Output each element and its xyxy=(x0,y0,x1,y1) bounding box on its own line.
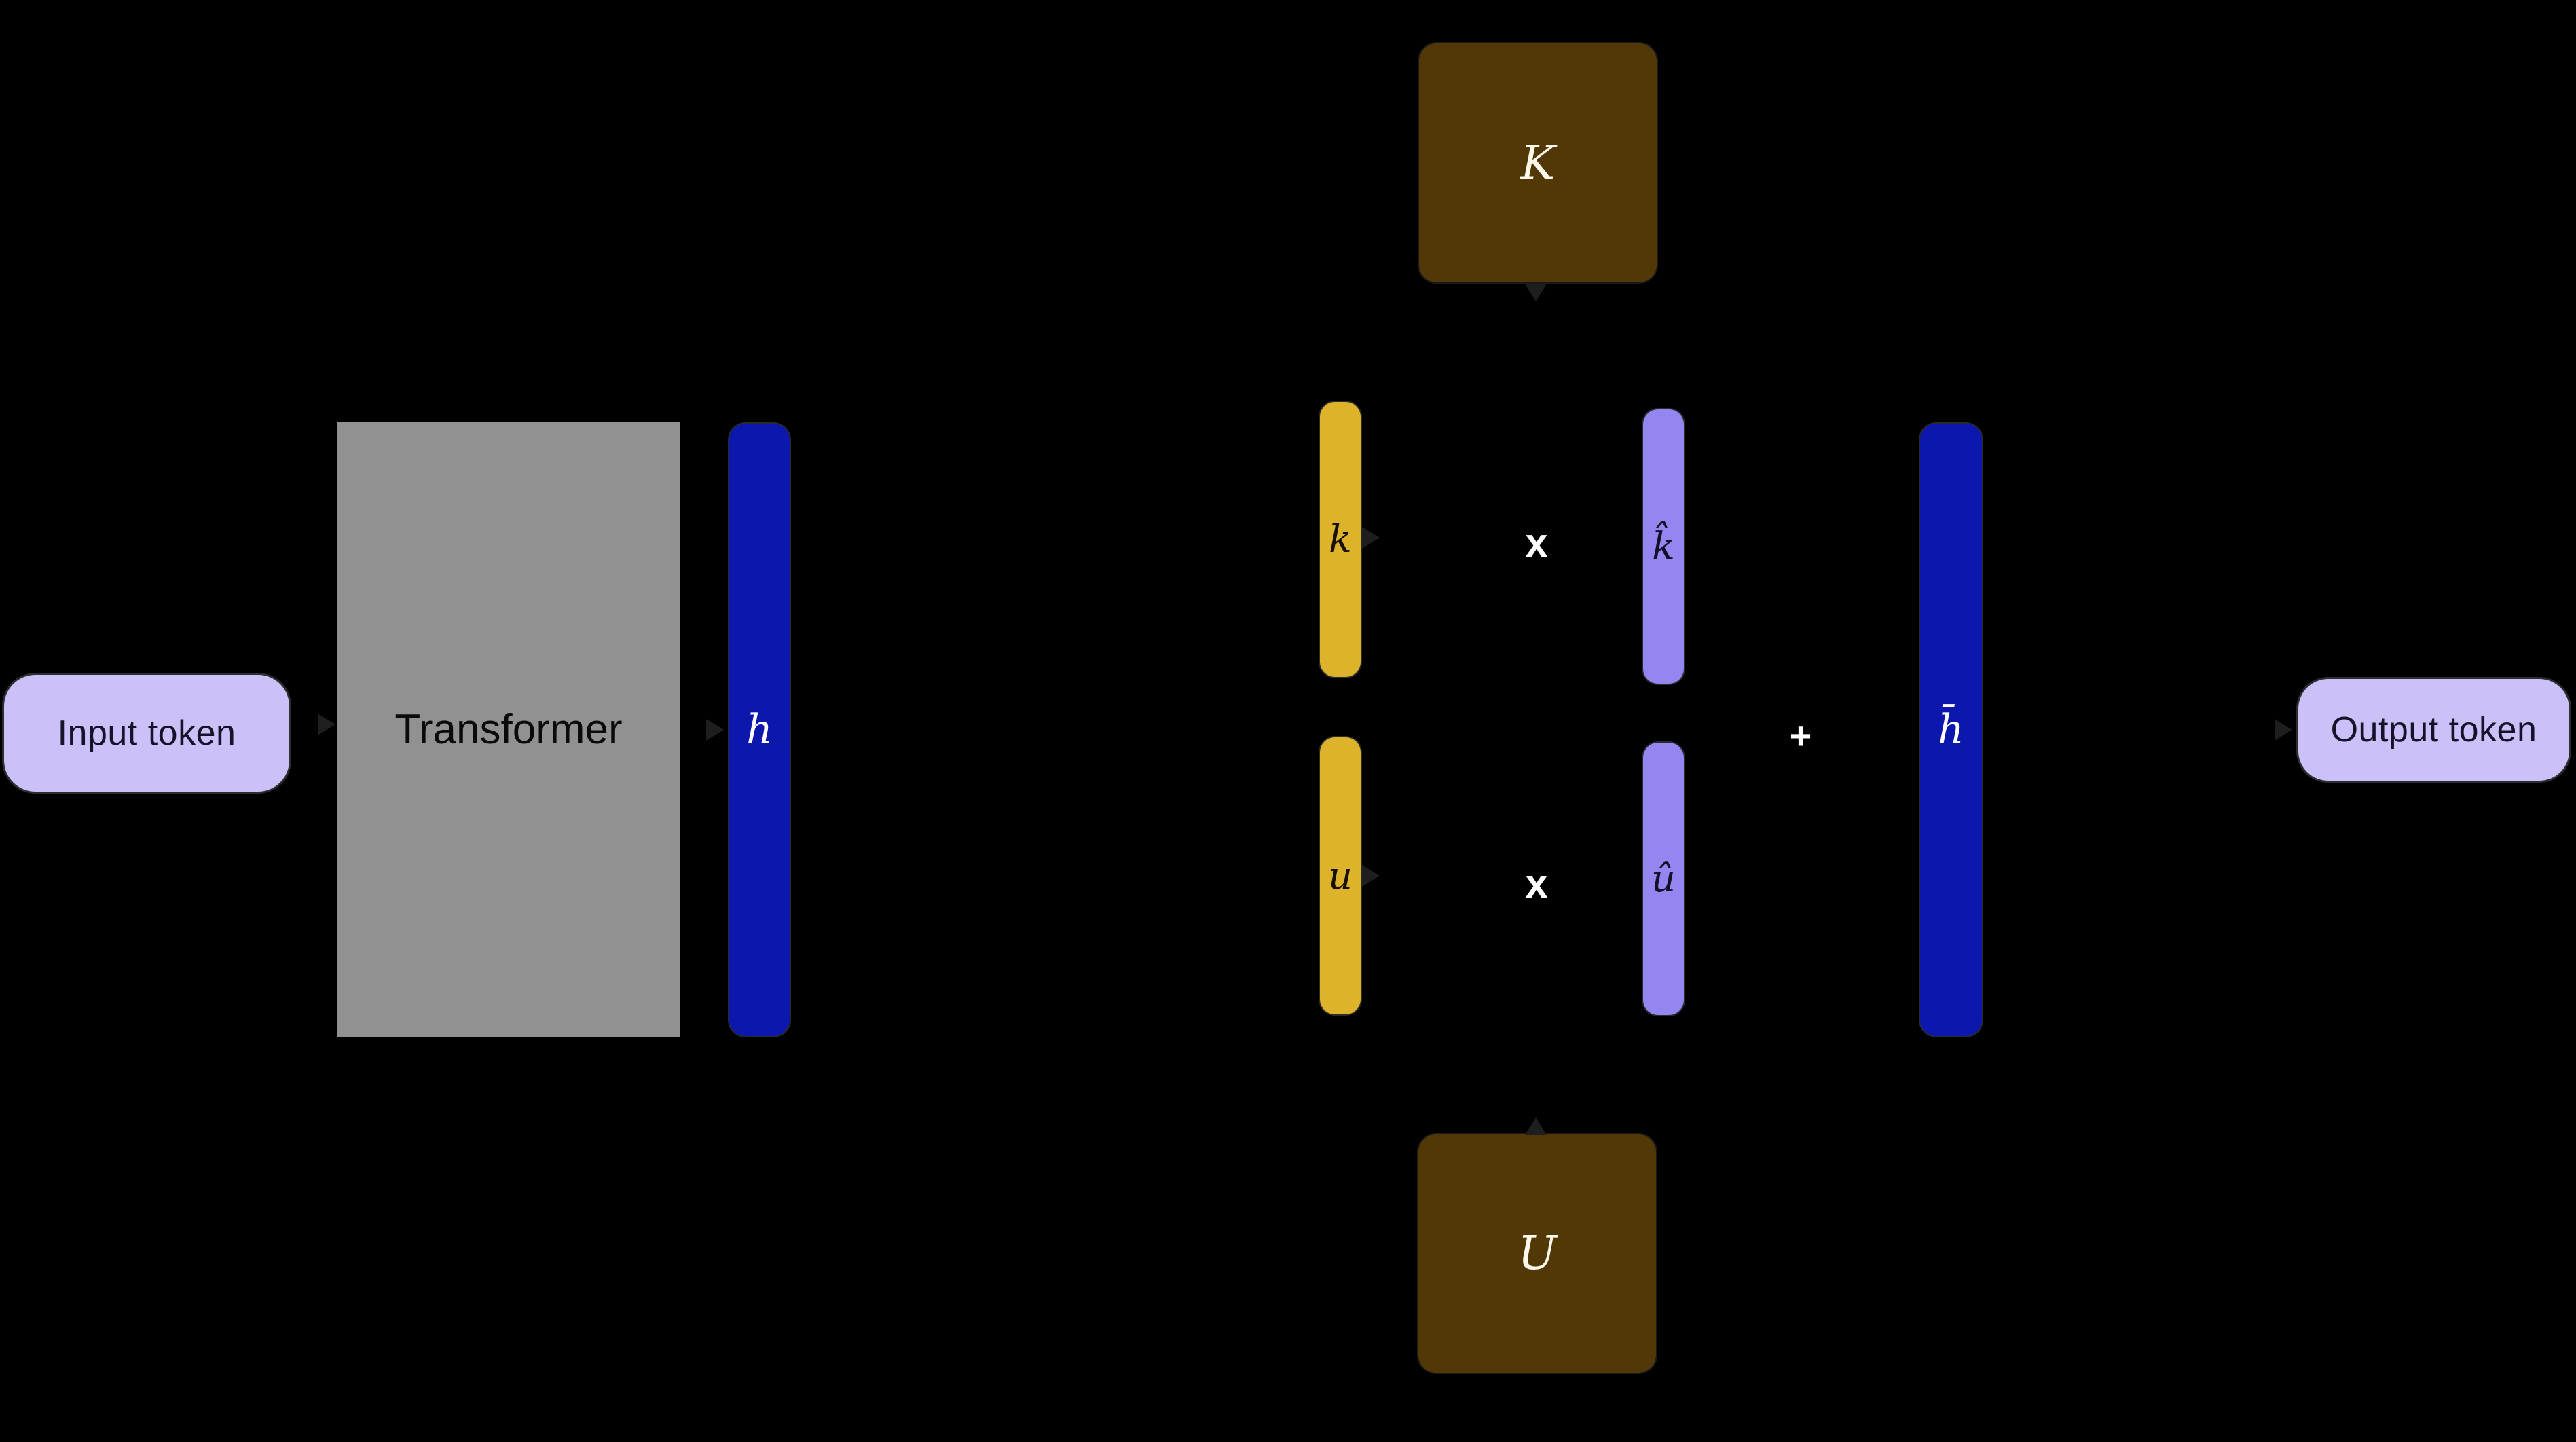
arrowhead-K-to-multiply xyxy=(1525,284,1547,301)
h-bar-vector-label: h̄ xyxy=(1938,706,1964,754)
h-vector-label: h xyxy=(746,706,773,754)
arrowhead-hbar-to-output xyxy=(2275,719,2292,741)
K-matrix-label: K xyxy=(1520,136,1556,190)
arrowhead-h-to-k xyxy=(1362,527,1380,549)
h-vector-bar: h xyxy=(729,424,790,1036)
k-hat-vector-label: k̂ xyxy=(1652,524,1675,569)
k-vector-label: k xyxy=(1329,517,1352,561)
add-operator: + xyxy=(1760,695,1841,776)
transformer-node: Transformer xyxy=(337,422,680,1037)
multiply-top-symbol: x xyxy=(1525,519,1548,566)
output-token-node: Output token xyxy=(2298,679,2569,781)
arrowhead-U-to-multiply xyxy=(1525,1117,1547,1135)
arrowhead-transformer-to-h xyxy=(706,719,724,741)
input-token-node: Input token xyxy=(4,675,289,792)
input-token-label: Input token xyxy=(57,714,236,753)
output-token-label: Output token xyxy=(2330,710,2537,750)
u-vector-label: u xyxy=(1327,853,1353,898)
multiply-bottom-symbol: x xyxy=(1525,860,1548,906)
arrowhead-input-to-transformer xyxy=(318,714,335,735)
U-matrix-node: U xyxy=(1418,1134,1656,1373)
k-hat-vector-bar: k̂ xyxy=(1643,409,1684,684)
k-vector-bar: k xyxy=(1320,402,1361,677)
K-matrix-node: K xyxy=(1419,43,1657,282)
u-hat-vector-bar: û xyxy=(1643,743,1684,1015)
u-vector-bar: u xyxy=(1320,737,1361,1014)
U-matrix-label: U xyxy=(1517,1227,1557,1280)
add-symbol: + xyxy=(1789,714,1812,757)
arrowhead-h-to-u xyxy=(1362,865,1380,887)
h-bar-vector-bar: h̄ xyxy=(1920,424,1982,1036)
transformer-label: Transformer xyxy=(394,706,623,753)
multiply-bottom-operator: x xyxy=(1496,843,1577,924)
multiply-top-operator: x xyxy=(1496,502,1577,583)
u-hat-vector-label: û xyxy=(1651,857,1676,901)
